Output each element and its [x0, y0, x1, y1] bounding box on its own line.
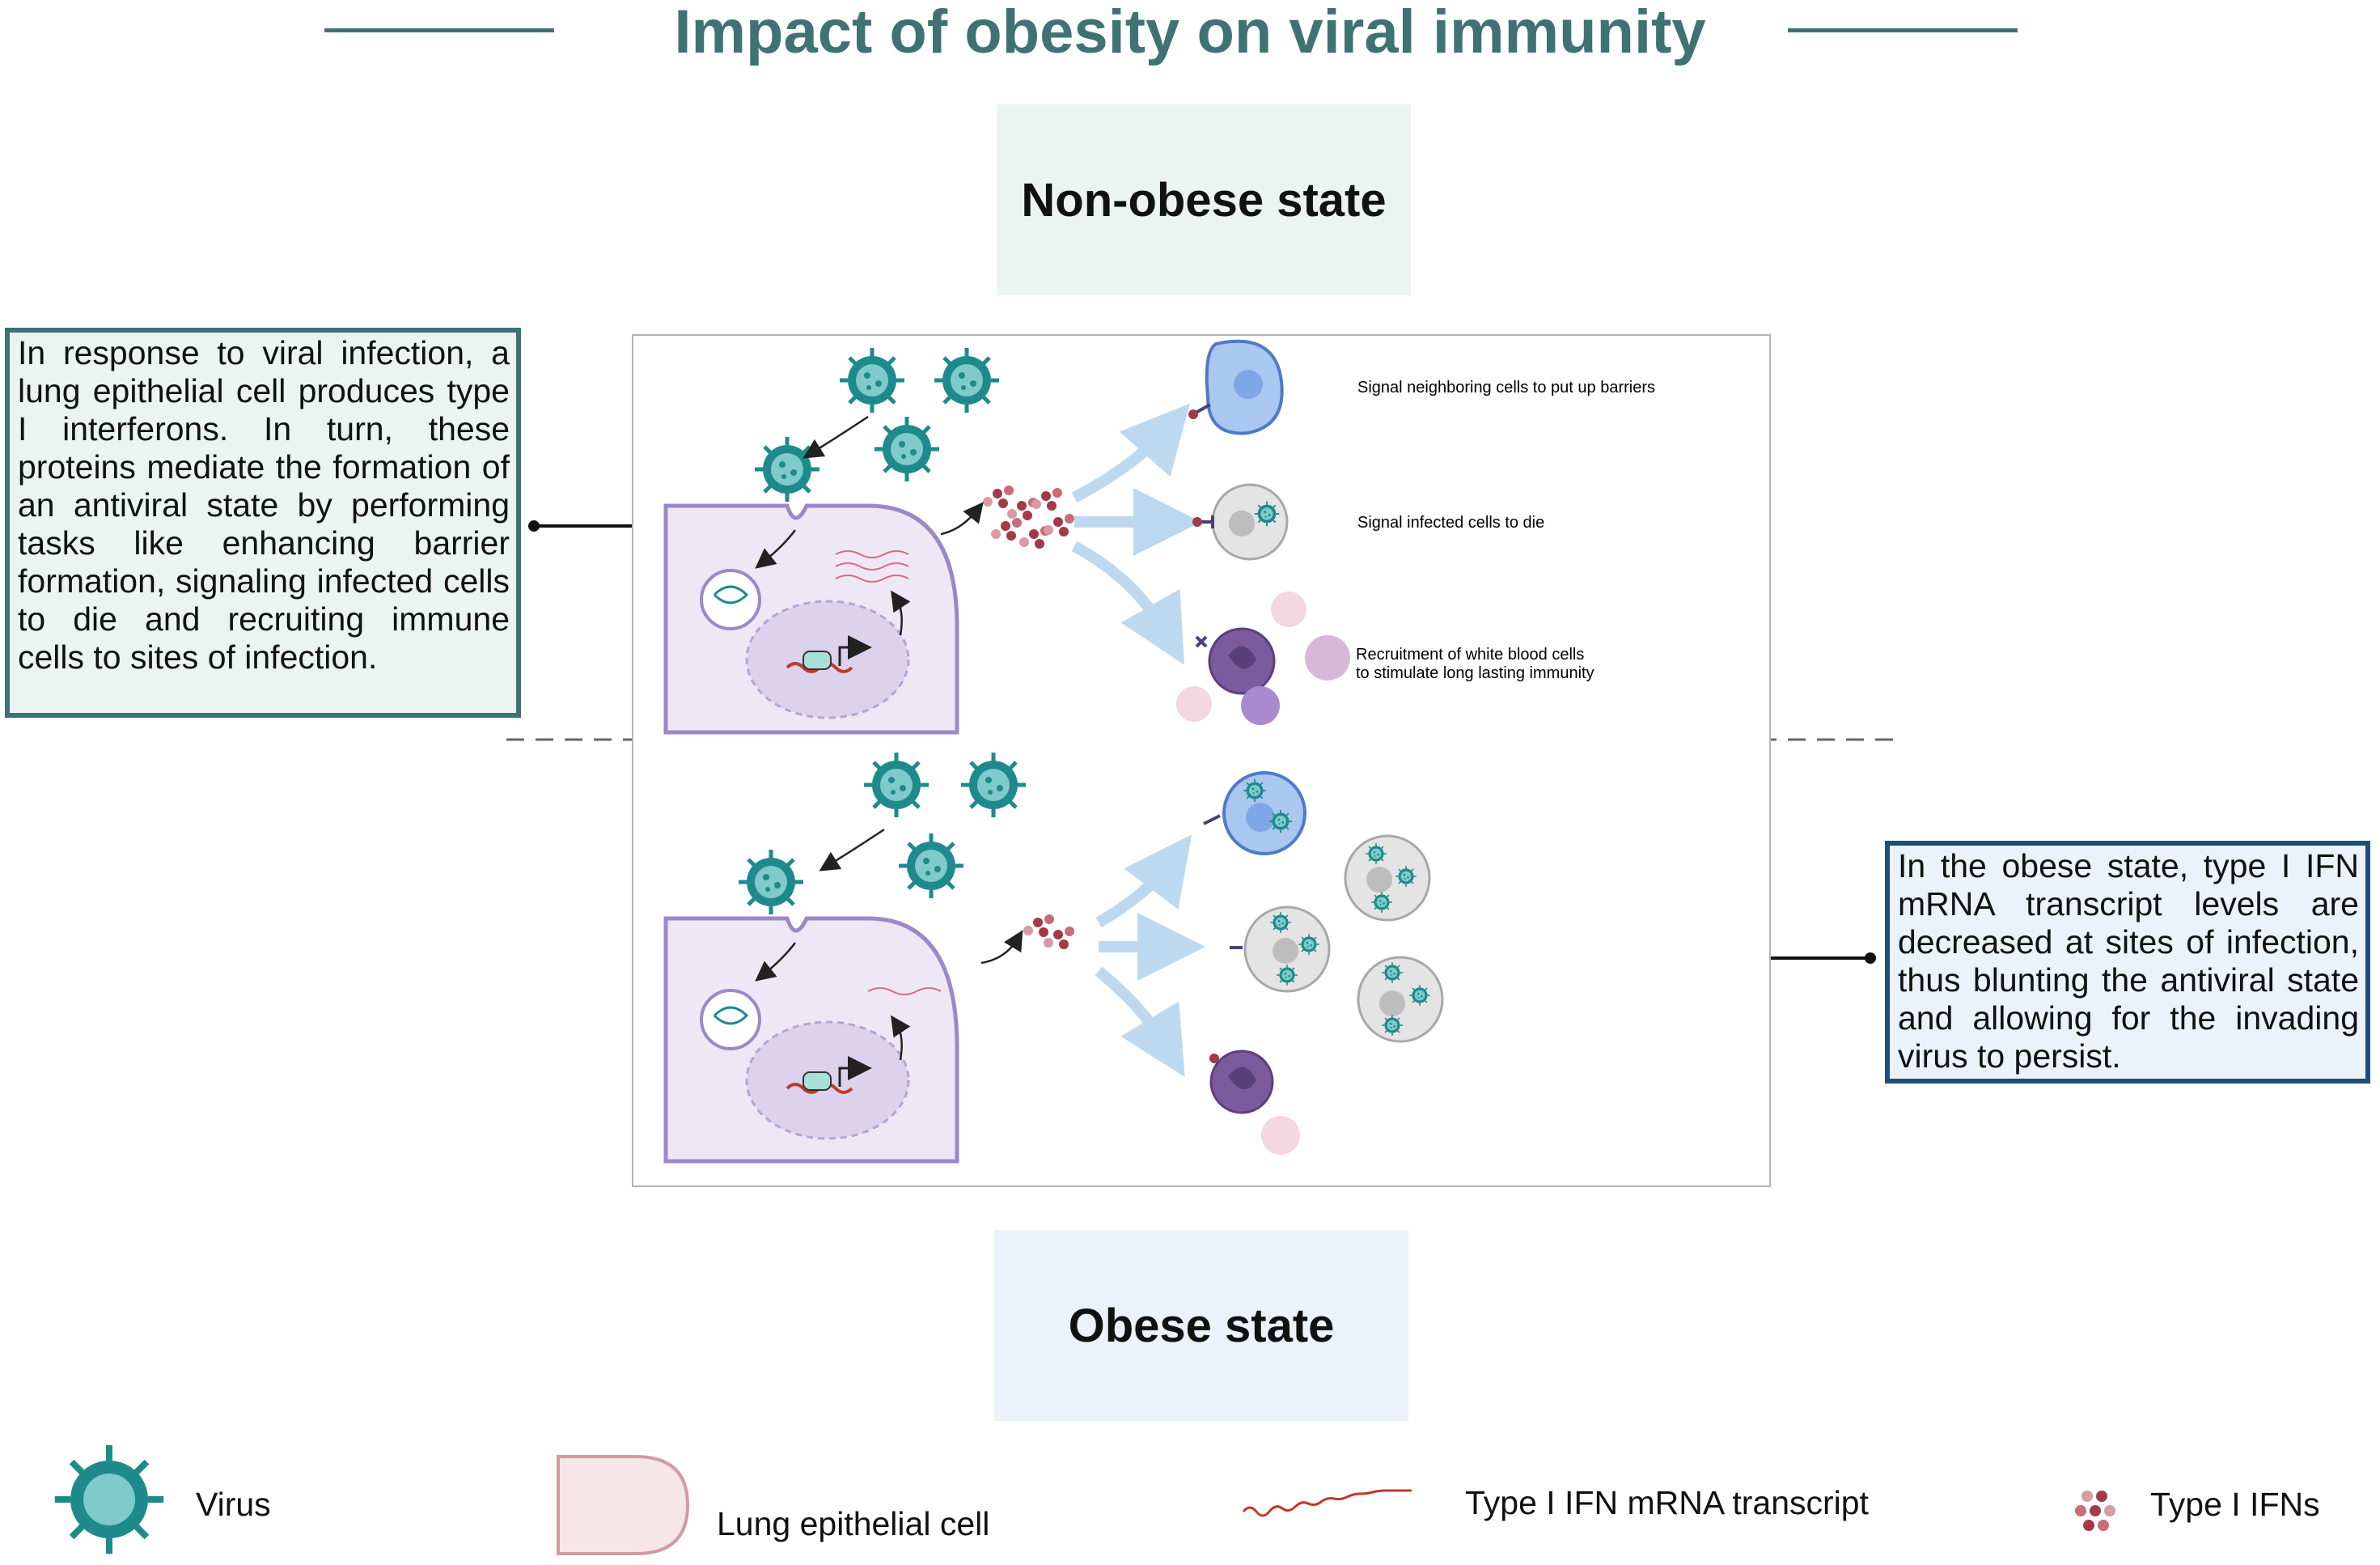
top-lung-cell: [663, 503, 959, 735]
top-barrier-cell: [1188, 339, 1284, 435]
obese-state-label: Obese state: [1068, 1299, 1335, 1352]
title-rule-right: [1788, 28, 2018, 32]
top-immune-cells: [1176, 592, 1350, 725]
outcome-recruit-line2: to stimulate long lasting immunity: [1356, 664, 1594, 682]
legend-lung-cell-label: Lung epithelial cell: [717, 1505, 990, 1542]
non-obese-description-box: In response to viral infection, a lung e…: [5, 328, 521, 718]
top-ifn-cluster: [983, 486, 1074, 549]
top-signal-arrows: [1071, 403, 1201, 665]
mrna-transcript-icon: [1242, 1489, 1412, 1517]
title-rule-left: [324, 28, 554, 32]
bottom-ifn-cluster: [1023, 914, 1074, 949]
outcome-barriers: Signal neighboring cells to put up barri…: [1357, 379, 1655, 397]
diagram-panel: Signal neighboring cells to put up barri…: [632, 334, 1771, 1187]
outcome-recruit-line1: Recruitment of white blood cells: [1356, 646, 1584, 664]
outcome-die: Signal infected cells to die: [1357, 514, 1544, 532]
interferon-cluster-icon: [2075, 1491, 2115, 1531]
non-obese-state-label: Non-obese state: [1021, 173, 1387, 227]
top-infected-cell: [1192, 483, 1289, 561]
legend-mrna-label: Type I IFN mRNA transcript: [1465, 1484, 1869, 1521]
obese-description-box: In the obese state, type I IFN mRNA tran…: [1885, 841, 2370, 1084]
bottom-signal-arrows: [1095, 834, 1205, 1078]
obese-state-box: Obese state: [994, 1230, 1408, 1421]
legend-virus-label: Virus: [196, 1486, 271, 1523]
legend-ifns-label: Type I IFNs: [2150, 1486, 2320, 1523]
page-title: Impact of obesity on viral immunity: [674, 0, 1706, 66]
bottom-lung-cell: [663, 916, 959, 1164]
bottom-cells: [1203, 771, 1444, 1155]
non-obese-state-box: Non-obese state: [997, 104, 1411, 295]
diagram-drawing: Signal neighboring cells to put up barri…: [663, 339, 1655, 1164]
virus-icon: [54, 1444, 164, 1554]
lung-epithelial-cell-icon: [557, 1455, 690, 1555]
